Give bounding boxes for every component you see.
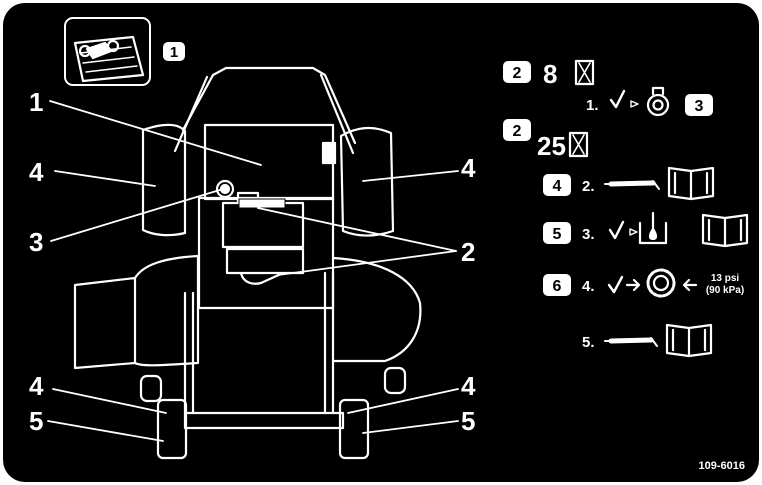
callout-4-left-top: 4	[29, 157, 44, 187]
part-number: 109-6016	[699, 460, 746, 472]
step1-badge: 3	[695, 98, 704, 115]
checkmark-icon	[608, 220, 625, 240]
decal-panel: 1 2 2 3 4 5 6 1 4 3 4 2 4 4 5 5 8 25 1. …	[3, 3, 759, 482]
air-filter-icon	[630, 86, 670, 117]
callout-5-left: 5	[29, 406, 43, 436]
grease-gun-icon	[604, 337, 658, 347]
mower-body	[73, 66, 422, 460]
callout-5-right: 5	[461, 406, 475, 436]
step4-badge: 6	[553, 278, 562, 295]
step1-number: 1.	[586, 97, 599, 114]
tire-icon	[625, 268, 698, 298]
callout-3: 3	[29, 227, 43, 257]
oil-level-icon	[629, 211, 668, 245]
step4-number: 4.	[582, 278, 595, 295]
interval1-badge: 2	[513, 65, 522, 82]
book-icon	[665, 323, 713, 358]
manual-badge: 1	[170, 44, 178, 61]
step3-badge: 5	[553, 226, 562, 243]
step3-number: 3.	[582, 226, 595, 243]
callout-4-right-bottom: 4	[461, 371, 476, 401]
badges	[163, 42, 713, 296]
grease-gun-icon	[604, 180, 660, 190]
callout-2: 2	[461, 237, 475, 267]
book-icon	[701, 213, 749, 248]
interval1-hours: 8	[543, 59, 557, 89]
callout-4-left-bottom: 4	[29, 371, 44, 401]
book-icon	[667, 166, 715, 201]
leader-lines	[47, 100, 459, 442]
checkmark-icon	[609, 89, 626, 109]
hourglass-icon	[568, 131, 589, 158]
checkmark-icon	[607, 275, 624, 294]
pressure-psi: 13 psi	[711, 273, 740, 284]
interval2-hours: 25	[537, 131, 566, 161]
interval2-badge: 2	[513, 123, 522, 140]
hourglass-icon	[574, 59, 595, 86]
decal-diagram: 1 2 2 3 4 5 6 1 4 3 4 2 4 4 5 5 8 25 1. …	[29, 17, 749, 472]
pressure-kpa: (90 kPa)	[706, 285, 744, 296]
callout-1: 1	[29, 87, 43, 117]
callout-4-right-top: 4	[461, 153, 476, 183]
step2-number: 2.	[582, 178, 595, 195]
step5-number: 5.	[582, 334, 595, 351]
step2-badge: 4	[553, 178, 562, 195]
manual-wrench-icon	[64, 17, 151, 86]
